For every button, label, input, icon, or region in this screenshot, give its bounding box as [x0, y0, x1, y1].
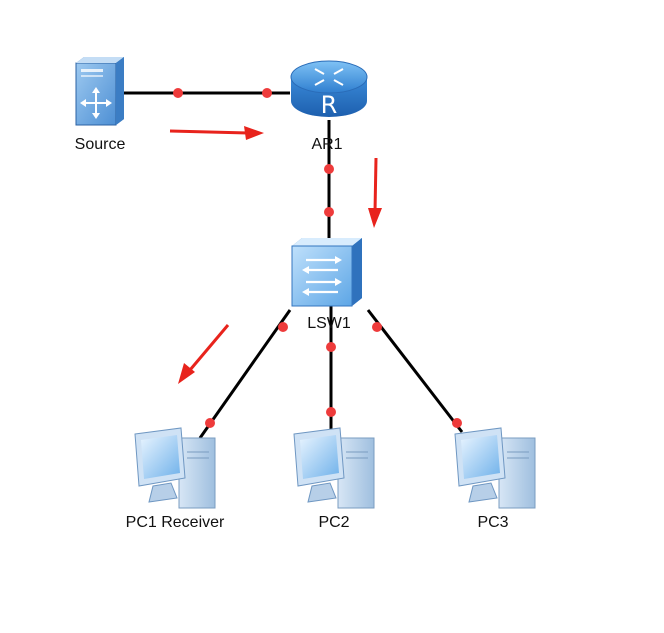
flow-arrow-lsw1-pc1	[178, 324, 230, 384]
link-lsw1-pc3	[366, 309, 464, 433]
links	[120, 91, 464, 439]
port-dot[interactable]	[278, 322, 288, 332]
node-label-pc1: PC1 Receiver	[125, 514, 225, 531]
switch-icon[interactable]	[291, 238, 362, 307]
node-label-ar1: AR1	[311, 136, 343, 153]
node-label-pc3: PC3	[477, 514, 509, 531]
flow-arrow-source-ar1	[169, 126, 264, 140]
server-icon[interactable]	[75, 57, 124, 126]
svg-text:R: R	[321, 91, 338, 119]
port-dot[interactable]	[324, 207, 334, 217]
port-dot[interactable]	[326, 342, 336, 352]
pc-icon[interactable]	[293, 427, 375, 509]
flow-arrows	[169, 126, 382, 384]
port-dots	[173, 88, 462, 428]
port-dot[interactable]	[324, 164, 334, 174]
flow-arrow-ar1-lsw1	[368, 157, 382, 228]
port-dot[interactable]	[452, 418, 462, 428]
pc-icon[interactable]	[454, 427, 536, 509]
port-dot[interactable]	[372, 322, 382, 332]
port-dot[interactable]	[173, 88, 183, 98]
node-label-pc2: PC2	[318, 514, 350, 531]
pc-icon[interactable]	[134, 427, 216, 509]
port-dot[interactable]	[262, 88, 272, 98]
link-lsw1-pc1	[198, 309, 292, 439]
port-dot[interactable]	[326, 407, 336, 417]
node-label-source: Source	[74, 136, 126, 153]
node-label-lsw1: LSW1	[307, 315, 351, 332]
router-icon[interactable]: R	[290, 60, 368, 119]
port-dot[interactable]	[205, 418, 215, 428]
